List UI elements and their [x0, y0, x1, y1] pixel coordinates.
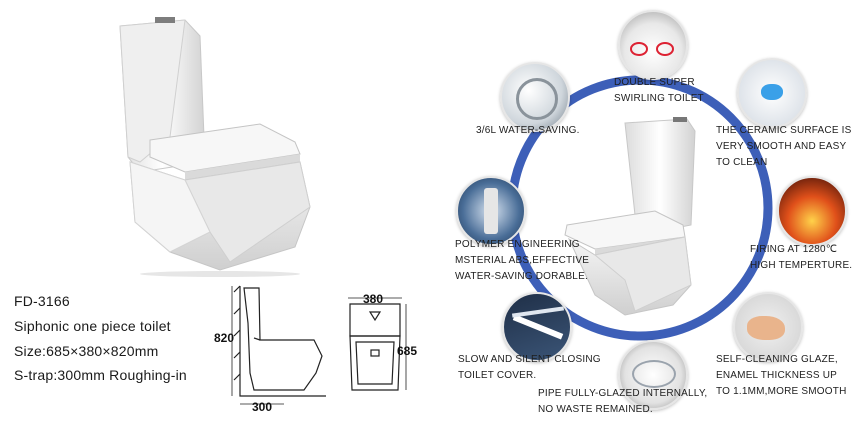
- feature-glaze: SELF-CLEANING GLAZE, ENAMEL THICKNESS UP…: [716, 354, 847, 397]
- toilet-product-photo: [119, 17, 311, 277]
- swirl-circle-image: [618, 10, 688, 80]
- polymer-circle-image: [456, 176, 526, 246]
- glaze-circle-image: [733, 292, 803, 362]
- feature-firing: FIRING AT 1280℃ HIGH TEMPERTURE.: [750, 244, 853, 271]
- water-saving-circle-image: [500, 62, 570, 132]
- feature-closing: SLOW AND SILENT CLOSING TOILET COVER.: [458, 354, 601, 381]
- model-number: FD-3166: [14, 293, 70, 309]
- side-view-drawing: [231, 285, 326, 405]
- closing-circle-image: [502, 292, 572, 362]
- height-dimension: 820: [214, 331, 235, 345]
- pipe-circle-image: [618, 340, 688, 410]
- feature-pipe: PIPE FULLY-GLAZED INTERNALLY, NO WASTE R…: [538, 388, 708, 415]
- ceramic-circle-image: [737, 58, 807, 128]
- top-view-drawing: [348, 297, 407, 391]
- size-spec: Size:685×380×820mm: [14, 343, 159, 359]
- length-dimension: 685: [397, 344, 418, 358]
- trap-spec: S-trap:300mm Roughing-in: [14, 367, 187, 383]
- width-dimension: 380: [363, 292, 384, 306]
- firing-circle-image: [777, 176, 847, 246]
- feature-swirl: DOUBLE SUPER SWIRLING TOILET: [614, 77, 704, 104]
- feature-ceramic: THE CERAMIC SURFACE IS VERY SMOOTH AND E…: [716, 125, 852, 168]
- depth-dimension: 300: [252, 400, 273, 414]
- product-name: Siphonic one piece toilet: [14, 318, 171, 334]
- feature-water-saving: 3/6L WATER-SAVING.: [476, 125, 580, 136]
- toilet-center-image: [564, 117, 696, 316]
- feature-polymer: POLYMER ENGINEERING MSTERIAL ABS,EFFECTI…: [455, 239, 590, 282]
